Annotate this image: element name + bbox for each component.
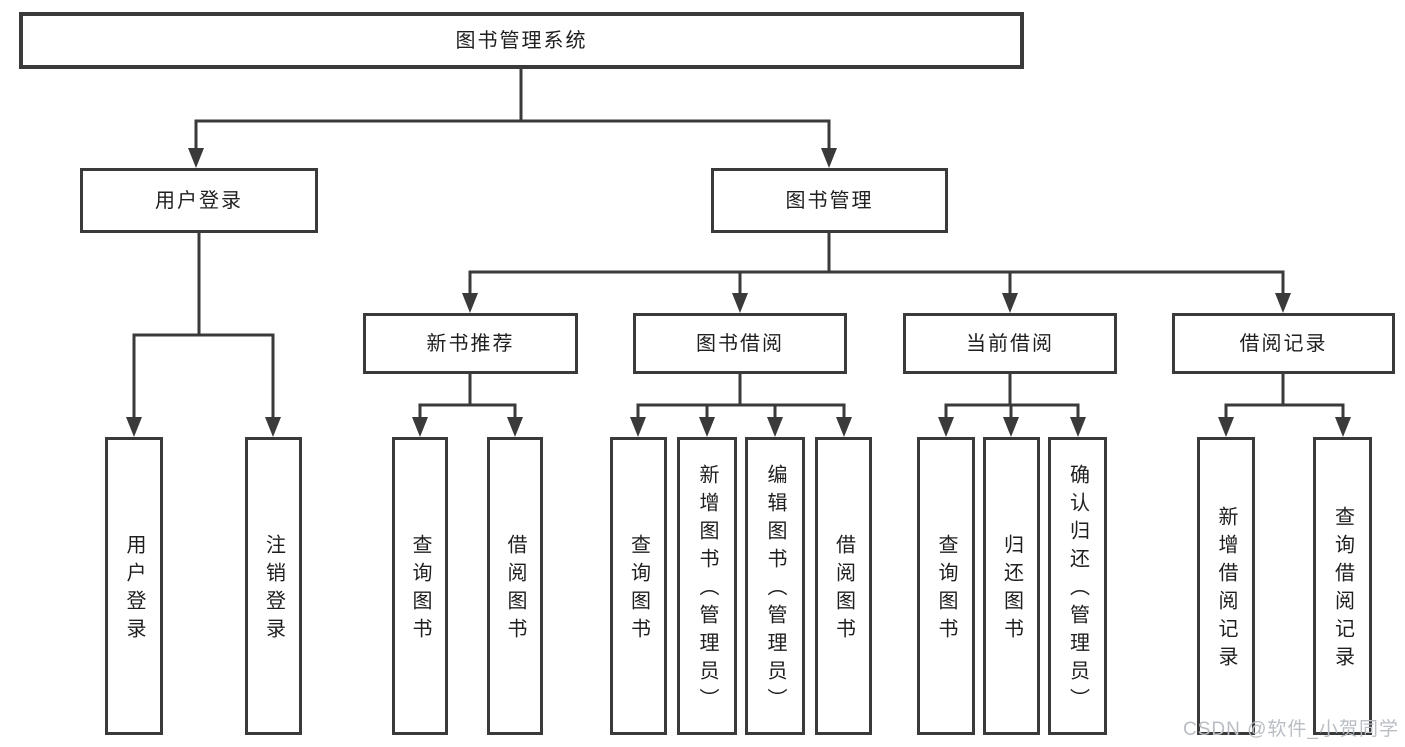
leaf-query-book: 查询图书 — [392, 437, 448, 735]
arrowhead — [1003, 417, 1019, 437]
leaf-return-book: 归还图书 — [983, 437, 1040, 735]
node-book-management: 图书管理 — [711, 168, 948, 233]
leaf-logout: 注销登录 — [245, 437, 302, 735]
arrowhead — [630, 417, 646, 437]
arrowhead — [1002, 293, 1018, 313]
node-book-borrow: 图书借阅 — [633, 313, 847, 374]
arrowhead — [1218, 417, 1234, 437]
arrowhead — [126, 417, 142, 437]
arrowhead — [265, 417, 281, 437]
arrowhead — [1335, 417, 1351, 437]
arrowhead — [938, 417, 954, 437]
leaf-query-borrow-record: 查询借阅记录 — [1313, 437, 1372, 735]
leaf-edit-book-admin: 编辑图书（管理员） — [745, 437, 805, 735]
node-new-book-recommend: 新书推荐 — [363, 313, 578, 374]
arrowhead — [836, 417, 852, 437]
node-root: 图书管理系统 — [19, 12, 1024, 69]
arrowhead — [412, 417, 428, 437]
arrowhead — [699, 417, 715, 437]
arrowhead — [1070, 417, 1086, 437]
leaf-confirm-return-admin: 确认归还（管理员） — [1048, 437, 1107, 735]
node-current-borrow: 当前借阅 — [903, 313, 1117, 374]
arrowhead — [821, 148, 837, 168]
leaf-query-book: 查询图书 — [917, 437, 975, 735]
arrowhead — [767, 417, 783, 437]
leaf-add-book-admin: 新增图书（管理员） — [677, 437, 737, 735]
arrowhead — [462, 293, 478, 313]
csdn-watermark: CSDN @软件_小贺同学 — [1183, 719, 1399, 740]
node-user-login: 用户登录 — [80, 168, 318, 233]
arrowhead — [507, 417, 523, 437]
arrowhead — [188, 148, 204, 168]
leaf-add-borrow-record: 新增借阅记录 — [1197, 437, 1255, 735]
leaf-query-book: 查询图书 — [610, 437, 667, 735]
leaf-user-login: 用户登录 — [105, 437, 163, 735]
node-borrow-records: 借阅记录 — [1172, 313, 1395, 374]
arrowhead — [732, 293, 748, 313]
leaf-borrow-book: 借阅图书 — [815, 437, 872, 735]
arrowhead — [1275, 293, 1291, 313]
leaf-borrow-book: 借阅图书 — [487, 437, 543, 735]
